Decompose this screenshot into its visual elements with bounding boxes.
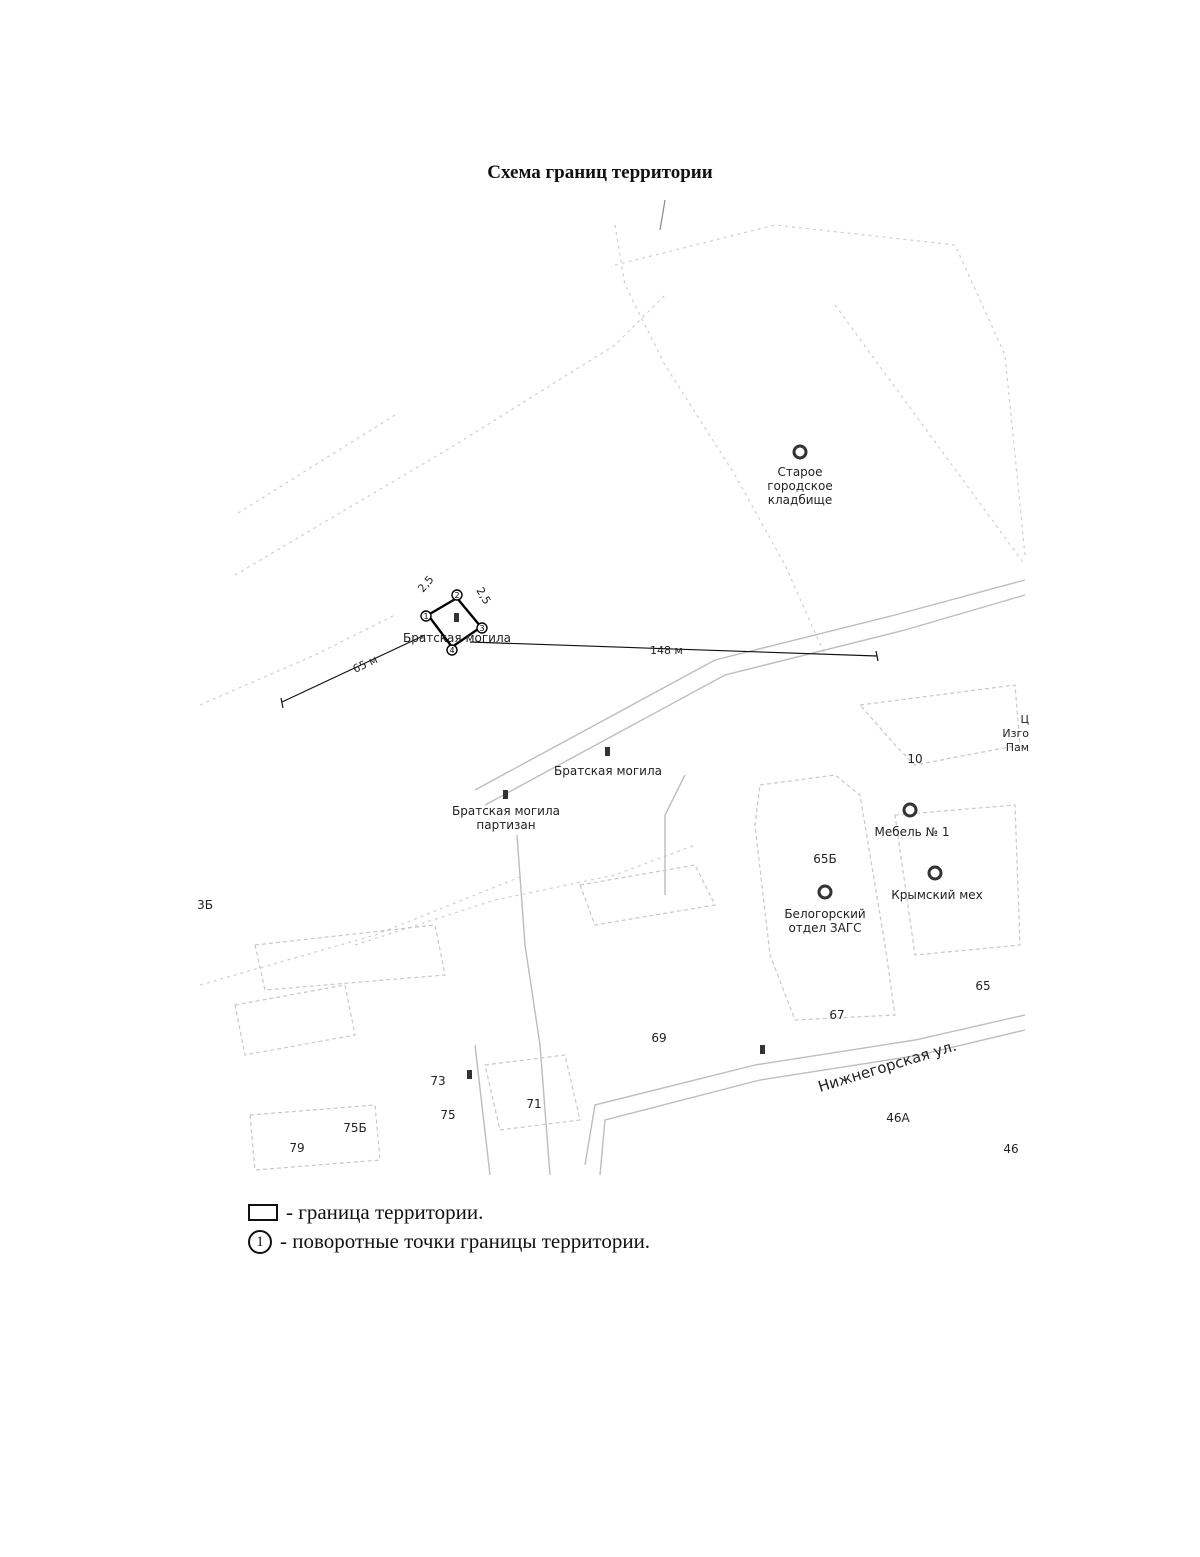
point-3: 3 [479,624,484,633]
place-icons [792,444,943,900]
monument-icons [454,613,765,1079]
point-1: 1 [423,612,428,621]
grave-partisan-label-2: партизан [476,818,535,832]
turning-point-circle-icon: 1 [248,1229,272,1254]
cemetery-label-2: городское [767,479,832,493]
legend-points-text: - поворотные точки границы территории. [280,1229,651,1253]
page-title: Схема границ территории [487,162,713,183]
fur-label: Крымский мех [891,888,982,902]
house-10: 10 [907,752,922,766]
cemetery-label-1: Старое [777,465,822,479]
zags-icon [817,884,833,900]
monument-icon [454,613,459,622]
side-b-label: 2,5 [473,585,493,607]
monument-icon [760,1045,765,1054]
house-75: 75 [440,1108,455,1122]
partial-label-1: Ц [1020,713,1029,726]
house-65: 65 [975,979,990,993]
house-73: 73 [430,1074,445,1088]
monument-icon [467,1070,472,1079]
fur-icon [927,865,943,881]
cemetery-icon [792,444,808,460]
dim-148-label: 148 м [650,644,683,657]
monument-icon [503,790,508,799]
street-label: Нижнегорская ул. [816,1037,959,1096]
dim-65-label: 65 м [351,653,380,676]
house-65b: 65Б [813,852,837,866]
dim-line-65 [281,634,426,703]
point-2: 2 [454,591,459,600]
partial-label-2: Изго [1002,727,1029,740]
legend-boundary: - граница территории. [248,1200,483,1225]
furniture-label: Мебель № 1 [874,825,949,839]
house-75b: 75Б [343,1121,367,1135]
map-canvas: 65 м 148 м 2,5 2,5 1 2 3 4 [197,199,1029,1175]
grave-2-label: Братская могила [554,764,662,778]
boundary-square-icon [248,1204,278,1221]
building-outlines [234,684,1021,1171]
side-a-label: 2,5 [415,573,436,595]
map-background [199,199,1026,986]
dimension-lines [280,634,879,709]
furniture-icon [902,802,918,818]
monument-icon [605,747,610,756]
house-69: 69 [651,1031,666,1045]
turning-points: 1 2 3 4 [420,589,488,656]
house-46a: 46А [886,1111,910,1125]
territory-map: 65 м 148 м 2,5 2,5 1 2 3 4 [195,185,1030,1175]
house-3b: 3Б [197,898,213,912]
cemetery-label-3: кладбище [768,493,832,507]
partial-label-3: Пам [1006,741,1029,754]
zags-label-2: отдел ЗАГС [788,921,861,935]
road [474,579,1026,1175]
zags-label-1: Белогорский [784,907,865,921]
legend-boundary-text: - граница территории. [286,1200,484,1224]
house-67: 67 [829,1008,844,1022]
point-4: 4 [449,646,454,655]
house-71: 71 [526,1097,541,1111]
dim-line-148 [469,641,878,657]
grave-main-label: Братская могила [403,631,511,645]
house-79: 79 [289,1141,304,1155]
legend-points: 1 - поворотные точки границы территории. [248,1229,650,1254]
house-46: 46 [1003,1142,1018,1156]
grave-partisan-label-1: Братская могила [452,804,560,818]
